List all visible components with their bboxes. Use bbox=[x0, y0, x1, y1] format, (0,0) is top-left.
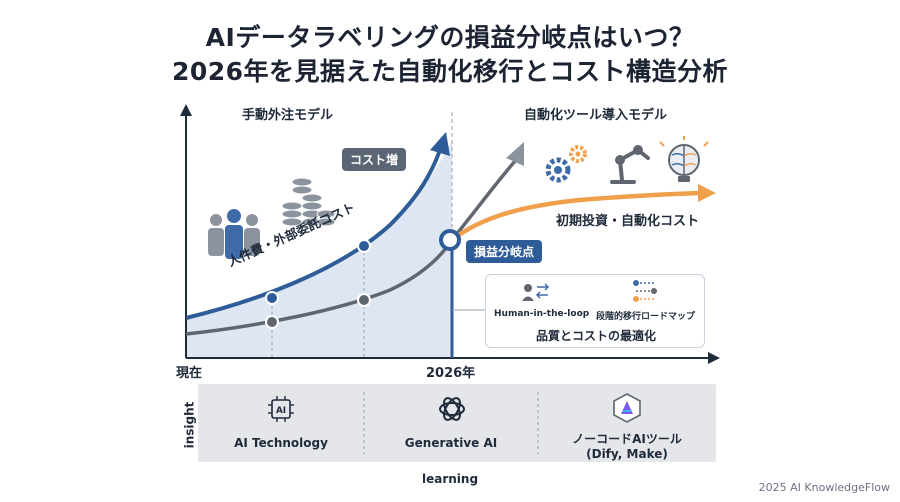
axis-label-now: 現在 bbox=[176, 366, 203, 381]
automation-cost-curve bbox=[450, 190, 701, 242]
band-bottom-label: learning bbox=[422, 472, 479, 486]
axis-label-2026: 2026年 bbox=[426, 366, 476, 381]
band-cell-ai-technology: AI AI Technology bbox=[198, 384, 364, 462]
band-label-ai-technology: AI Technology bbox=[234, 436, 328, 450]
blue-point-2 bbox=[357, 239, 371, 253]
baseline-cost-arrowhead bbox=[506, 142, 524, 166]
cost-up-badge: コスト増 bbox=[342, 148, 407, 171]
technology-band: AI AI Technology Generative AI ノー bbox=[198, 384, 716, 462]
roadmap-icon bbox=[633, 280, 657, 302]
band-cell-generative-ai: Generative AI bbox=[364, 384, 538, 462]
breakeven-point bbox=[439, 229, 461, 251]
manual-cost-curve bbox=[185, 149, 442, 320]
band-label-generative-ai: Generative AI bbox=[404, 436, 498, 450]
strategy-panel: Human-in-the-loop 段階的移行ロードマップ 品質とコストの最適化 bbox=[485, 274, 705, 348]
title-line-2: 2026年を見据えた自動化移行とコスト構造分析 bbox=[171, 57, 729, 86]
blue-point-1 bbox=[265, 291, 279, 305]
robot-arm-icon bbox=[610, 145, 650, 184]
breakeven-badge: 損益分岐点 bbox=[466, 240, 543, 263]
human-loop-icon bbox=[522, 283, 550, 301]
nocode-hexagon-icon bbox=[613, 393, 641, 423]
cost-area-fill bbox=[186, 140, 452, 358]
automation-cost-arrowhead bbox=[698, 184, 716, 202]
gray-point-2 bbox=[357, 293, 371, 307]
gray-point-1 bbox=[265, 315, 279, 329]
automation-model-heading: 自動化ツール導入モデル bbox=[524, 108, 668, 123]
credit-text: 2025 AI KnowledgeFlow bbox=[758, 481, 890, 494]
manual-model-heading: 手動外注モデル bbox=[242, 108, 334, 123]
ai-brain-bulb-icon bbox=[659, 136, 709, 182]
y-axis-arrow bbox=[180, 104, 192, 116]
band-side-label: insight bbox=[182, 401, 197, 449]
manual-cost-arrowhead bbox=[430, 132, 450, 156]
openai-knot-icon bbox=[439, 397, 465, 421]
coin-stack-icon bbox=[281, 177, 336, 227]
gears-icon bbox=[545, 145, 587, 183]
band-cell-nocode: ノーコードAIツール (Dify, Make) bbox=[538, 384, 716, 462]
title-line-1: AIデータラベリングの損益分岐点はいつ？ bbox=[205, 23, 695, 52]
automation-cost-label: 初期投資・自動化コスト bbox=[556, 214, 700, 229]
ai-chip-icon: AI bbox=[268, 396, 294, 422]
panel-item-roadmap: 段階的移行ロードマップ bbox=[596, 312, 696, 322]
x-axis-arrow bbox=[708, 352, 720, 364]
panel-bottom-text: 品質とコストの最適化 bbox=[536, 329, 657, 343]
band-label-nocode: ノーコードAIツール (Dify, Make) bbox=[572, 432, 682, 461]
svg-text:AI: AI bbox=[276, 406, 286, 416]
panel-item-human-loop: Human-in-the-loop bbox=[494, 309, 590, 319]
people-icon bbox=[208, 209, 260, 259]
band-dividers bbox=[363, 392, 539, 454]
